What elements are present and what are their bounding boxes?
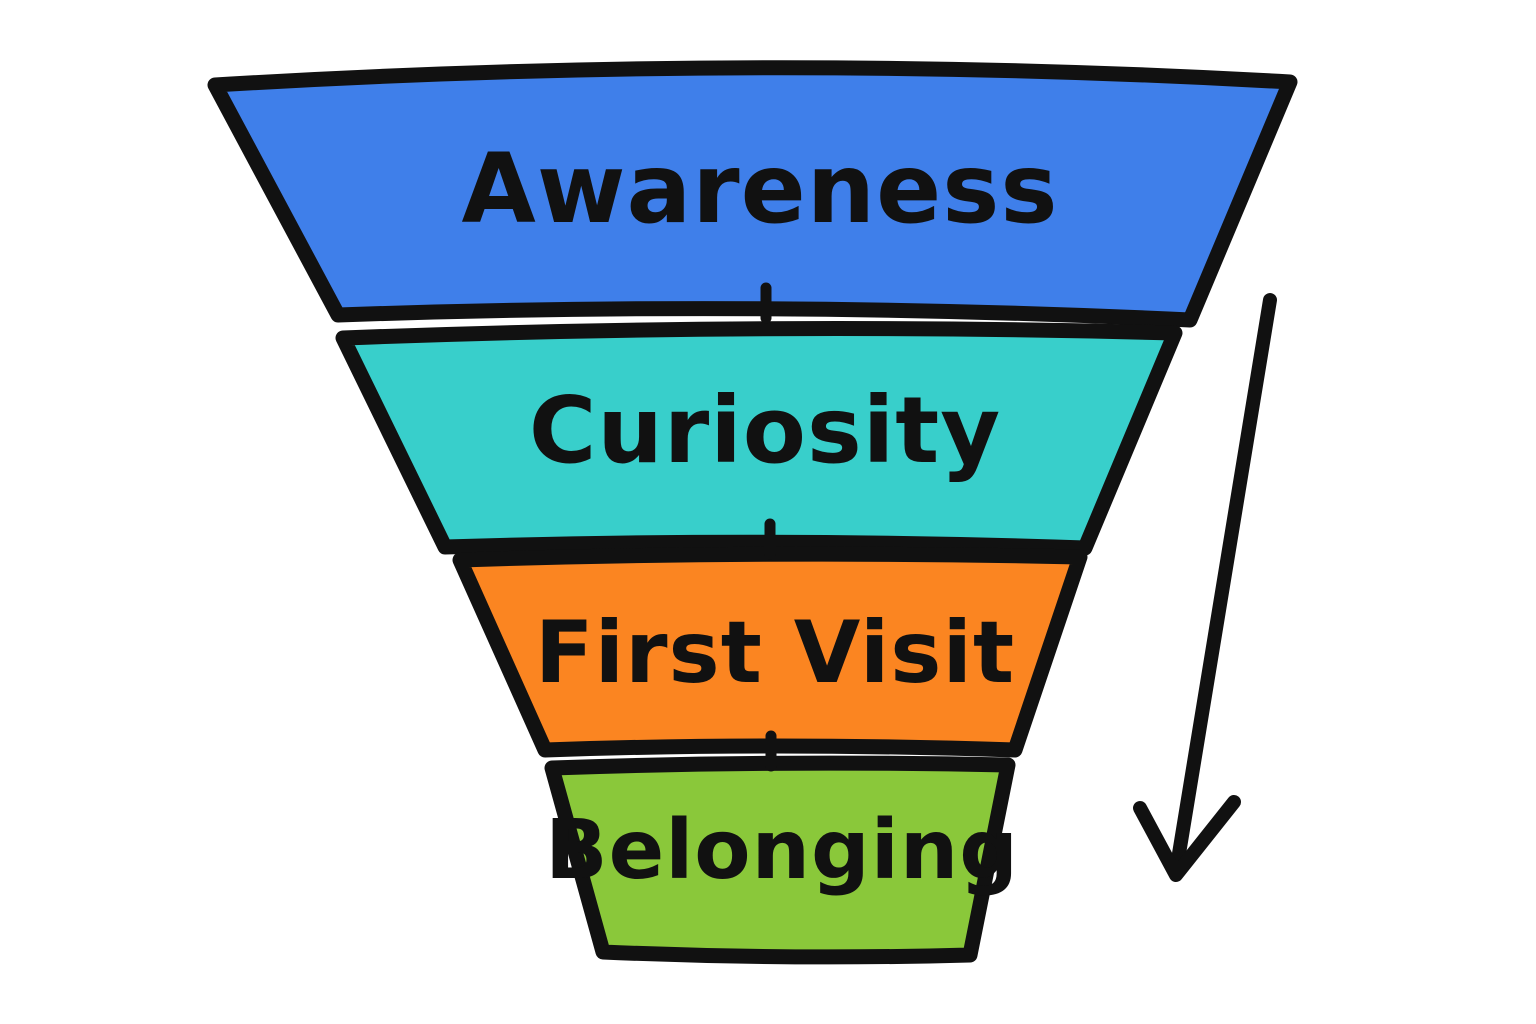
stage-label-awareness: Awareness — [462, 133, 1059, 245]
stage-band-belonging — [544, 755, 1016, 965]
down-arrow-shaft — [1169, 293, 1277, 879]
stage-band-awareness — [207, 60, 1298, 328]
stage-label-first-visit: First Visit — [535, 603, 1015, 703]
stage-band-curiosity — [335, 321, 1183, 556]
stage-connectors — [760, 282, 777, 772]
stage-label-belonging: Belonging — [545, 803, 1019, 898]
funnel-stage-first-visit: First Visit — [452, 546, 1088, 758]
stage-label-curiosity: Curiosity — [529, 377, 1001, 484]
stage-band-first-visit — [452, 546, 1088, 758]
funnel-stage-curiosity: Curiosity — [335, 321, 1183, 556]
down-arrow-icon — [1133, 293, 1277, 882]
funnel-stage-awareness: Awareness — [207, 60, 1298, 328]
down-arrow-head — [1133, 795, 1241, 882]
funnel-stage-belonging: Belonging — [544, 755, 1019, 965]
